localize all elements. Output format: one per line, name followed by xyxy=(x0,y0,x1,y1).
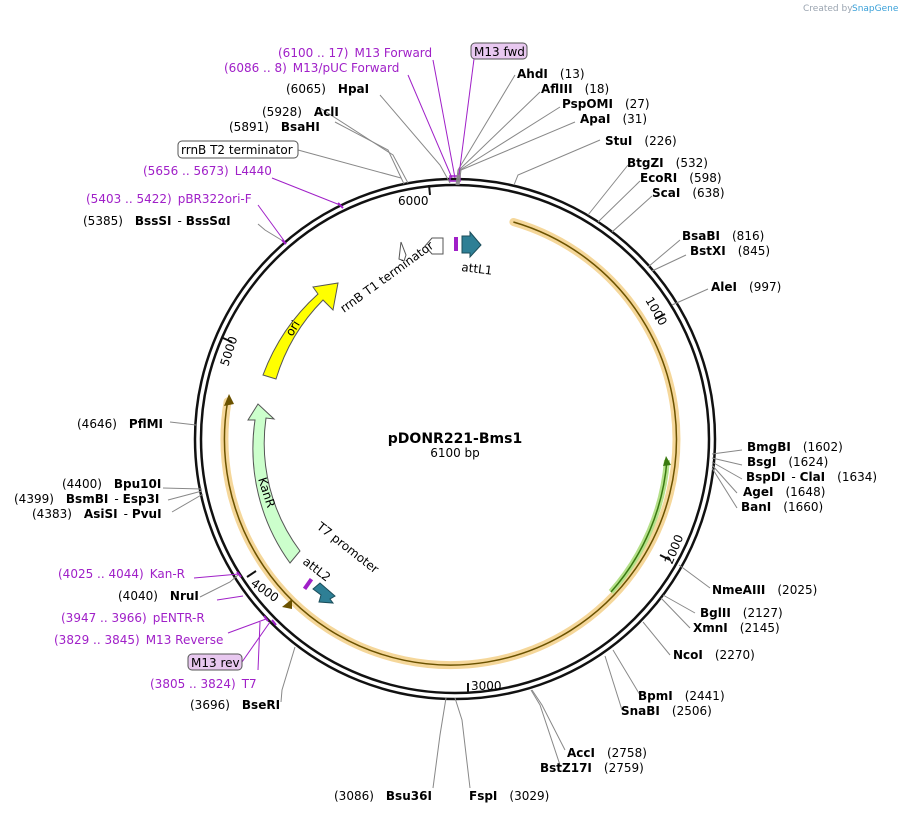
plasmid-size: 6100 bp xyxy=(430,446,480,460)
site-bpmi: BpmI(2441) xyxy=(638,689,725,703)
site-btgzi: BtgZI(532) xyxy=(627,156,708,170)
attl2-label: attL2 xyxy=(300,554,333,584)
snapgene-brand: SnapGene xyxy=(852,4,899,14)
site-acli: (5928)AclI xyxy=(262,105,339,119)
ticks-group xyxy=(222,184,671,693)
rrnb-t1-label: rrnB T1 terminator xyxy=(338,238,437,315)
site-aflIII: AflIII(18) xyxy=(541,82,609,96)
tick-label-6000: 6000 xyxy=(398,194,429,208)
site-xmni: XmnI(2145) xyxy=(693,621,780,635)
site-bsabi: BsaBI(816) xyxy=(682,229,764,243)
backbone-inner-ring xyxy=(199,183,711,695)
site-bpu10i: (4400)Bpu10I xyxy=(62,477,161,491)
rrnb-t2-feature xyxy=(398,241,407,262)
primer-pbr322ori-f: (5403 .. 5422)pBR322ori-F xyxy=(86,192,252,206)
site-nmeaiii: NmeAIII(2025) xyxy=(712,583,817,597)
site-bsgi: BsgI(1624) xyxy=(747,455,828,469)
orf-green-head xyxy=(663,456,671,466)
site-leader-lines xyxy=(162,74,743,789)
tick-2000 xyxy=(659,554,671,561)
orf-arc xyxy=(223,221,678,666)
rrnb-t2-callout-box xyxy=(177,140,299,159)
site-bsahi: (5891)BsaHI xyxy=(229,120,320,134)
attl1-primer-mark xyxy=(454,237,458,251)
primer-leader-lines xyxy=(193,58,475,671)
rrnb-t1-feature xyxy=(424,237,444,255)
site-pflmi: (4646)PflMI xyxy=(77,417,163,431)
primer-l4440: (5656 .. 5673)L4440 xyxy=(143,164,272,178)
site-bmgbi: BmgBI(1602) xyxy=(747,440,843,454)
site-nrui: (4040)NruI xyxy=(118,589,199,603)
attl1-feature xyxy=(461,230,482,259)
tick-5000 xyxy=(222,337,233,343)
site-acci: AccI(2758) xyxy=(567,746,647,760)
site-ncoi: NcoI(2270) xyxy=(673,648,755,662)
orf-green-line xyxy=(610,459,668,593)
orf-arrow-head xyxy=(224,394,234,406)
created-by-text: Created by xyxy=(803,4,853,14)
primer-t7: (3805 .. 3824)T7 xyxy=(150,677,257,691)
plasmid-name: pDONR221-Bms1 xyxy=(388,431,522,447)
site-snabi: SnaBI(2506) xyxy=(621,704,712,718)
site-bsmbi-esp3i: (4399)BsmBI-Esp3I xyxy=(14,492,159,506)
primer-kan-r: (4025 .. 4044)Kan-R xyxy=(58,567,185,581)
kanr-feature xyxy=(247,403,301,564)
orf-head-bottom xyxy=(282,599,292,609)
site-bsssi-bsssai: (5385)BssSI-BssSαI xyxy=(83,214,231,228)
site-bglii: BglII(2127) xyxy=(700,606,783,620)
attl1-label: attL1 xyxy=(461,260,494,278)
m13-fwd-callout-box xyxy=(470,42,528,60)
site-stui: StuI(226) xyxy=(605,134,677,148)
site-apai: ApaI(31) xyxy=(580,112,647,126)
site-bani: BanI(1660) xyxy=(741,500,823,514)
m13-fwd-callout-label: M13 fwd xyxy=(474,45,525,59)
primer-pentr-r: (3947 .. 3966)pENTR-R xyxy=(61,611,205,625)
site-asisi-pvui: (4383)AsiSI-PvuI xyxy=(32,507,162,521)
site-agei: AgeI(1648) xyxy=(743,485,825,499)
rrnb-t2-callout-label: rrnB T2 terminator xyxy=(181,143,293,157)
site-ecori: EcoRI(598) xyxy=(640,171,722,185)
m13-rev-callout-label: M13 rev xyxy=(191,656,240,670)
primer-m13-forward: (6100 .. 17)M13 Forward xyxy=(278,46,432,60)
site-bseri: (3696)BseRI xyxy=(190,698,280,712)
rrnb-t2-leader xyxy=(297,149,402,179)
m13-rev-callout-box xyxy=(187,653,243,671)
site-alei: AleI(997) xyxy=(711,280,781,294)
tick-4000 xyxy=(246,570,257,578)
site-scai: ScaI(638) xyxy=(652,186,725,200)
site-hpai: (6065)HpaI xyxy=(286,82,369,96)
tick-1000 xyxy=(654,313,666,320)
site-pspomi: PspOMI(27) xyxy=(562,97,650,111)
primer-m13-puc-forward: (6086 .. 8)M13/pUC Forward xyxy=(224,61,399,75)
tick-label-3000: 3000 xyxy=(471,679,502,693)
primer-m13-reverse: (3829 .. 3845)M13 Reverse xyxy=(54,633,223,647)
attl2-feature xyxy=(312,582,336,604)
tick-6000 xyxy=(428,184,431,196)
ori-feature xyxy=(262,282,339,380)
site-bstz17i: BstZ17I(2759) xyxy=(540,761,644,775)
site-bsu36i: (3086)Bsu36I xyxy=(334,789,432,803)
attl2-primer-mark xyxy=(302,577,314,591)
site-bstxi: BstXI(845) xyxy=(690,244,770,258)
m13-rev-leader xyxy=(241,621,271,663)
primer-ticks xyxy=(236,202,344,626)
site-bspdi-clai: BspDI-ClaI(1634) xyxy=(746,470,877,484)
site-fspi: FspI(3029) xyxy=(469,789,549,803)
site-ahdi: AhdI(13) xyxy=(517,67,585,81)
